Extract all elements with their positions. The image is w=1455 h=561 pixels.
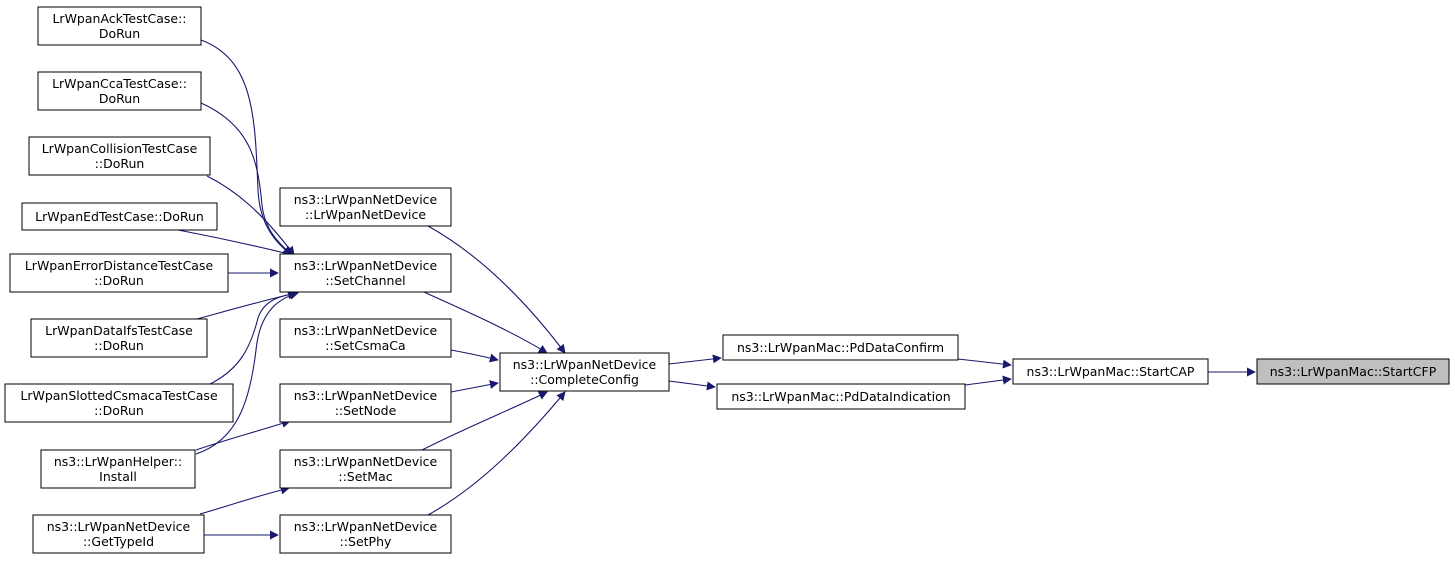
- node-box[interactable]: [279, 514, 452, 554]
- node-label: ::SetMac: [338, 469, 392, 484]
- node-setcsma[interactable]: ns3::LrWpanNetDevice::SetCsmaCa: [279, 318, 452, 358]
- node-startcap[interactable]: ns3::LrWpanMac::StartCAP: [1012, 358, 1209, 385]
- node-label: ns3::LrWpanNetDevice: [294, 258, 438, 273]
- node-startcfp[interactable]: ns3::LrWpanMac::StartCFP: [1256, 358, 1450, 385]
- edge-helper-to-setnode: [195, 419, 291, 451]
- node-box[interactable]: [4, 383, 234, 423]
- node-label: ns3::LrWpanHelper::: [54, 454, 182, 469]
- node-setnode[interactable]: ns3::LrWpanNetDevice::SetNode: [279, 383, 452, 423]
- node-label: ns3::LrWpanMac::StartCAP: [1027, 364, 1195, 379]
- node-label: ::DoRun: [95, 156, 145, 171]
- node-label: ::GetTypeId: [83, 534, 154, 549]
- edge-setphy-to-complete: [427, 391, 566, 516]
- node-box[interactable]: [716, 383, 966, 410]
- node-box[interactable]: [279, 318, 452, 358]
- node-setphy[interactable]: ns3::LrWpanNetDevice::SetPhy: [279, 514, 452, 554]
- node-pdconfirm[interactable]: ns3::LrWpanMac::PdDataConfirm: [722, 334, 959, 361]
- node-label: DoRun: [99, 91, 140, 106]
- node-label: LrWpanCcaTestCase::: [52, 76, 187, 91]
- node-ed[interactable]: LrWpanEdTestCase::DoRun: [21, 202, 218, 231]
- node-label: Install: [99, 469, 137, 484]
- node-box[interactable]: [21, 202, 218, 231]
- node-label: ::SetNode: [335, 403, 397, 418]
- node-ifs[interactable]: LrWpanDataIfsTestCase::DoRun: [30, 318, 208, 358]
- edge-complete-to-pdind: [668, 380, 716, 391]
- node-label: ns3::LrWpanNetDevice: [513, 357, 657, 372]
- node-box[interactable]: [1012, 358, 1209, 385]
- node-label: ns3::LrWpanNetDevice: [294, 519, 438, 534]
- node-setmac[interactable]: ns3::LrWpanNetDevice::SetMac: [279, 449, 452, 489]
- edge-cca-to-setchan: [200, 102, 293, 256]
- node-ctor[interactable]: ns3::LrWpanNetDevice::LrWpanNetDevice: [279, 187, 452, 227]
- node-box[interactable]: [279, 253, 452, 293]
- node-setchan[interactable]: ns3::LrWpanNetDevice::SetChannel: [279, 253, 452, 293]
- node-errdist[interactable]: LrWpanErrorDistanceTestCase::DoRun: [9, 253, 229, 293]
- node-label: LrWpanDataIfsTestCase: [45, 323, 193, 338]
- node-box[interactable]: [279, 449, 452, 489]
- edge-setnode-to-complete: [450, 380, 499, 393]
- node-box[interactable]: [32, 514, 205, 554]
- node-pdind[interactable]: ns3::LrWpanMac::PdDataIndication: [716, 383, 966, 410]
- edge-helper-to-setchan: [195, 290, 299, 455]
- node-label: LrWpanSlottedCsmacaTestCase: [20, 388, 218, 403]
- node-cca[interactable]: LrWpanCcaTestCase::DoRun: [37, 71, 202, 111]
- edge-pdconfirm-to-startcap: [957, 358, 1012, 369]
- node-helper[interactable]: ns3::LrWpanHelper::Install: [40, 449, 196, 489]
- node-box[interactable]: [722, 334, 959, 361]
- node-label: ::SetPhy: [340, 534, 392, 549]
- edges-layer: [177, 39, 1256, 540]
- edge-ed-to-setchan: [177, 229, 294, 258]
- edge-ctor-to-complete: [427, 225, 566, 354]
- node-box[interactable]: [37, 6, 202, 46]
- node-label: ns3::LrWpanMac::StartCFP: [1270, 364, 1437, 379]
- node-typeid[interactable]: ns3::LrWpanNetDevice::GetTypeId: [32, 514, 205, 554]
- focus-node-box[interactable]: [1256, 358, 1450, 385]
- node-label: LrWpanAckTestCase::: [52, 11, 186, 26]
- edge-pdind-to-startcap: [964, 375, 1012, 386]
- node-box[interactable]: [30, 318, 208, 358]
- node-label: LrWpanEdTestCase::DoRun: [35, 209, 204, 224]
- edge-ack-to-setchan: [200, 39, 292, 256]
- node-label: ::SetCsmaCa: [325, 338, 405, 353]
- node-label: DoRun: [99, 26, 140, 41]
- node-label: ns3::LrWpanNetDevice: [47, 519, 191, 534]
- edge-typeid-to-setmac: [199, 485, 290, 515]
- node-box[interactable]: [9, 253, 229, 293]
- node-label: ::LrWpanNetDevice: [305, 207, 426, 222]
- node-label: ::DoRun: [94, 338, 144, 353]
- node-label: ns3::LrWpanNetDevice: [294, 323, 438, 338]
- node-label: LrWpanErrorDistanceTestCase: [25, 258, 214, 273]
- node-label: ns3::LrWpanMac::PdDataConfirm: [737, 340, 944, 355]
- node-label: ns3::LrWpanNetDevice: [294, 192, 438, 207]
- nodes-layer: LrWpanAckTestCase::DoRunLrWpanCcaTestCas…: [4, 6, 1450, 554]
- node-box[interactable]: [279, 383, 452, 423]
- node-box[interactable]: [28, 136, 211, 176]
- node-label: LrWpanCollisionTestCase: [42, 141, 198, 156]
- edge-slotted-to-setchan: [209, 289, 298, 385]
- node-slotted[interactable]: LrWpanSlottedCsmacaTestCase::DoRun: [4, 383, 234, 423]
- edge-setchan-to-complete: [423, 291, 548, 354]
- node-collision[interactable]: LrWpanCollisionTestCase::DoRun: [28, 136, 211, 176]
- node-box[interactable]: [37, 71, 202, 111]
- node-label: ::DoRun: [94, 273, 144, 288]
- node-box[interactable]: [279, 187, 452, 227]
- edge-collision-to-setchan: [206, 175, 295, 256]
- node-label: ::DoRun: [94, 403, 144, 418]
- node-label: ns3::LrWpanNetDevice: [294, 454, 438, 469]
- node-label: ns3::LrWpanNetDevice: [294, 388, 438, 403]
- node-complete[interactable]: ns3::LrWpanNetDevice::CompleteConfig: [499, 352, 670, 392]
- node-ack[interactable]: LrWpanAckTestCase::DoRun: [37, 6, 202, 46]
- edge-setmac-to-complete: [421, 391, 548, 451]
- node-label: ::SetChannel: [325, 273, 405, 288]
- node-label: ::CompleteConfig: [530, 372, 639, 387]
- edge-setcsma-to-complete: [450, 349, 499, 363]
- edge-complete-to-pdconfirm: [668, 354, 722, 365]
- node-box[interactable]: [499, 352, 670, 392]
- node-box[interactable]: [40, 449, 196, 489]
- node-label: ns3::LrWpanMac::PdDataIndication: [731, 389, 950, 404]
